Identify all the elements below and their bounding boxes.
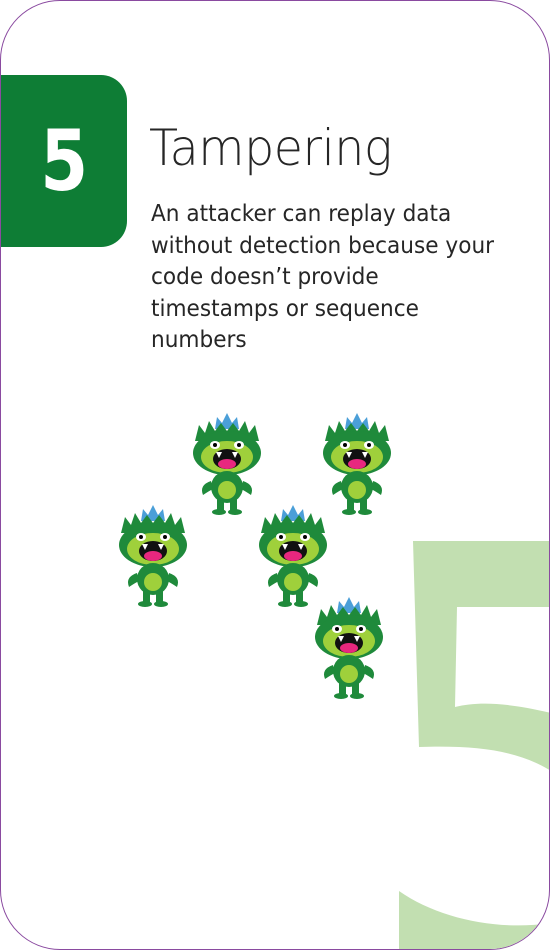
card-title: Tampering [149, 119, 392, 177]
card-number-tab: 5 [1, 75, 127, 247]
watermark-five-icon [399, 541, 549, 949]
monster-icon [311, 595, 387, 699]
monster-icon [319, 411, 395, 515]
card-description: An attacker can replay data without dete… [151, 201, 495, 353]
monster-icon [115, 503, 191, 607]
monster-icon [189, 411, 265, 515]
monster-icon [255, 503, 331, 607]
card-number: 5 [40, 112, 88, 210]
